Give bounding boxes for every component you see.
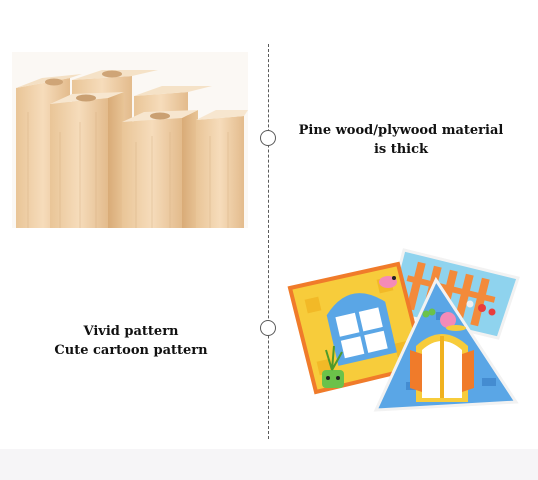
timeline-node-icon: [260, 320, 276, 336]
wood-material-caption: Pine wood/plywood material is thick: [284, 121, 518, 159]
wood-block-front: [122, 110, 198, 228]
wood-caption-line2: is thick: [373, 142, 429, 157]
pattern-caption-line1: Vivid pattern: [83, 324, 179, 339]
wood-grain: [27, 112, 229, 228]
wood-block-front: [50, 92, 124, 228]
wood-blocks-photo: [12, 52, 248, 228]
timeline-divider: [268, 44, 269, 439]
cartoon-house-puzzle-photo: [286, 242, 522, 420]
wood-caption-line1: Pine wood/plywood material: [298, 123, 504, 138]
pattern-caption: Vivid pattern Cute cartoon pattern: [30, 322, 232, 360]
footer-band: [0, 449, 538, 480]
house-puzzle-piece: [373, 276, 519, 412]
wall-puzzle-piece: [287, 261, 427, 395]
pattern-caption-line2: Cute cartoon pattern: [54, 343, 208, 358]
wood-block-front: [196, 110, 248, 228]
timeline-node-icon: [260, 130, 276, 146]
